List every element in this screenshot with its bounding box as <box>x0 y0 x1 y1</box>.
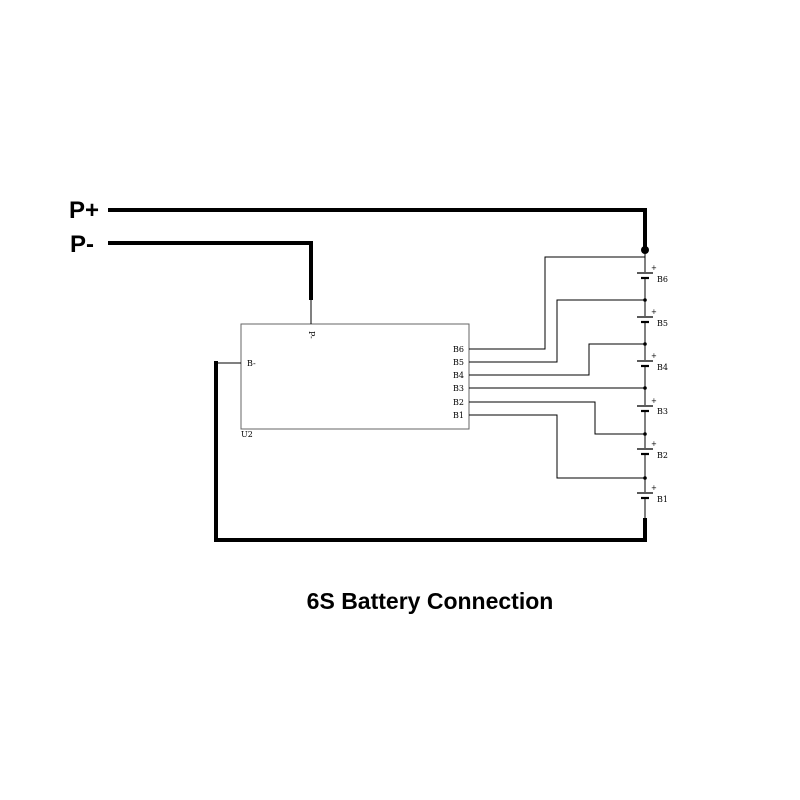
p-plus-wire <box>108 208 647 252</box>
balance-wire-b1 <box>469 414 645 479</box>
p-minus-label: P- <box>70 231 94 258</box>
battery-cell-b4: + B4 <box>636 352 668 372</box>
tap-junction <box>643 476 647 480</box>
b-minus-wire <box>214 361 647 542</box>
cell-label-b5: B5 <box>657 319 668 328</box>
cell-label-b2: B2 <box>657 451 668 460</box>
cell-plus-sign: + <box>651 352 657 360</box>
pin-label-b4: B4 <box>453 371 464 380</box>
bms-module <box>240 323 470 430</box>
pin-label-b5: B5 <box>453 358 464 367</box>
cell-plus-sign: + <box>651 397 657 405</box>
cell-label-b1: B1 <box>657 495 668 504</box>
pin-label-b2: B2 <box>453 398 464 407</box>
cell-plus-sign: + <box>651 484 657 492</box>
battery-cell-b1: + B1 <box>636 484 668 504</box>
balance-wire-b5 <box>469 299 645 363</box>
cell-label-b4: B4 <box>657 363 668 372</box>
tap-junction <box>643 298 647 302</box>
cell-label-b3: B3 <box>657 407 668 416</box>
battery-cell-b3: + B3 <box>636 397 668 416</box>
pin-label-b6: B6 <box>453 345 464 354</box>
p-plus-label: P+ <box>69 197 100 224</box>
tap-junction <box>643 342 647 346</box>
battery-cell-b2: + B2 <box>636 440 668 460</box>
cell-plus-sign: + <box>651 308 657 316</box>
pin-label-b1: B1 <box>453 411 464 420</box>
pin-label-b3: B3 <box>453 384 464 393</box>
pin-label-p-minus: P- <box>307 331 316 339</box>
tap-junction <box>643 386 647 390</box>
cell-label-b6: B6 <box>657 275 668 284</box>
pin-label-b-minus: B- <box>247 359 256 368</box>
balance-wire-b4 <box>469 343 645 376</box>
balance-wire-b2 <box>469 401 645 435</box>
battery-cell-b6: + B6 <box>636 264 668 284</box>
cell-plus-sign: + <box>651 264 657 272</box>
balance-wire-b6 <box>469 256 645 350</box>
battery-cell-b5: + B5 <box>636 308 668 328</box>
cell-plus-sign: + <box>651 440 657 448</box>
p-minus-wire <box>108 241 313 300</box>
tap-junction <box>643 432 647 436</box>
module-designator: U2 <box>241 430 253 439</box>
diagram-caption: 6S Battery Connection <box>306 588 554 614</box>
